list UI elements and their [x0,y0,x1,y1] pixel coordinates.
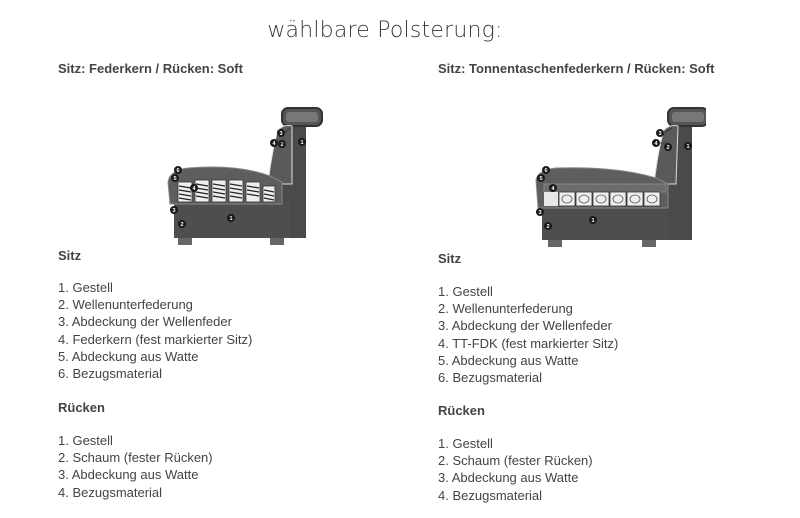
list-item: 3. Abdeckung aus Watte [58,467,199,483]
svg-text:5: 5 [173,176,176,182]
svg-text:2: 2 [280,142,283,148]
svg-text:1: 1 [229,216,232,222]
svg-text:6: 6 [176,168,179,174]
list-item: 6. Bezugsmaterial [438,370,543,386]
list-item: 2. Schaum (fester Rücken) [58,450,213,466]
svg-text:3: 3 [538,210,541,216]
list-item: 4. TT-FDK (fest markierter Sitz) [438,335,619,351]
svg-text:6: 6 [544,168,547,174]
ruecken-heading: Rücken [58,400,105,415]
svg-text:1: 1 [300,140,303,146]
ruecken-list: 1. Gestell 2. Schaum (fester Rücken) 3. … [438,435,593,504]
list-item: 1. Gestell [438,436,493,451]
option-subtitle: Sitz: Federkern / Rücken: Soft [58,61,243,76]
svg-text:2: 2 [546,224,549,230]
sitz-list: 1. Gestell 2. Wellenunterfederung 3. Abd… [438,283,618,386]
sitz-heading: Sitz [438,251,462,266]
list-item: 3. Abdeckung aus Watte [438,470,579,486]
svg-text:2: 2 [666,145,669,151]
svg-text:4: 4 [551,186,555,192]
svg-text:4: 4 [654,141,658,147]
page-title: wählbare Polsterung: [267,18,503,43]
sitz-heading: Sitz [58,248,82,263]
list-item: 5. Abdeckung aus Watte [438,352,579,368]
list-item: 1. Gestell [58,433,113,448]
svg-text:1: 1 [686,144,689,150]
list-item: 5. Abdeckung aus Watte [58,348,199,364]
list-item: 4. Federkern (fest markierter Sitz) [58,331,253,347]
option-subtitle: Sitz: Tonnentaschenfederkern / Rücken: S… [438,61,715,76]
ruecken-heading: Rücken [438,403,485,418]
list-item: 3. Abdeckung der Wellenfeder [58,314,232,330]
list-item: 3. Abdeckung der Wellenfeder [438,318,612,334]
svg-text:3: 3 [658,131,661,137]
svg-text:3: 3 [279,131,282,137]
sitz-list: 1. Gestell 2. Wellenunterfederung 3. Abd… [58,279,252,382]
list-item: 2. Wellenunterfederung [58,297,193,313]
list-item: 2. Wellenunterfederung [438,301,573,317]
svg-text:5: 5 [539,176,542,182]
list-item: 2. Schaum (fester Rücken) [438,453,593,469]
svg-text:4: 4 [192,186,196,192]
list-item: 4. Bezugsmaterial [438,487,543,503]
list-item: 1. Gestell [438,284,493,299]
list-item: 1. Gestell [58,280,113,295]
svg-text:2: 2 [180,222,183,228]
ruecken-list: 1. Gestell 2. Schaum (fester Rücken) 3. … [58,432,213,501]
svg-text:1: 1 [591,218,594,224]
list-item: 6. Bezugsmaterial [58,366,163,382]
list-item: 4. Bezugsmaterial [58,484,163,500]
svg-text:4: 4 [272,141,276,147]
svg-text:3: 3 [172,208,175,214]
